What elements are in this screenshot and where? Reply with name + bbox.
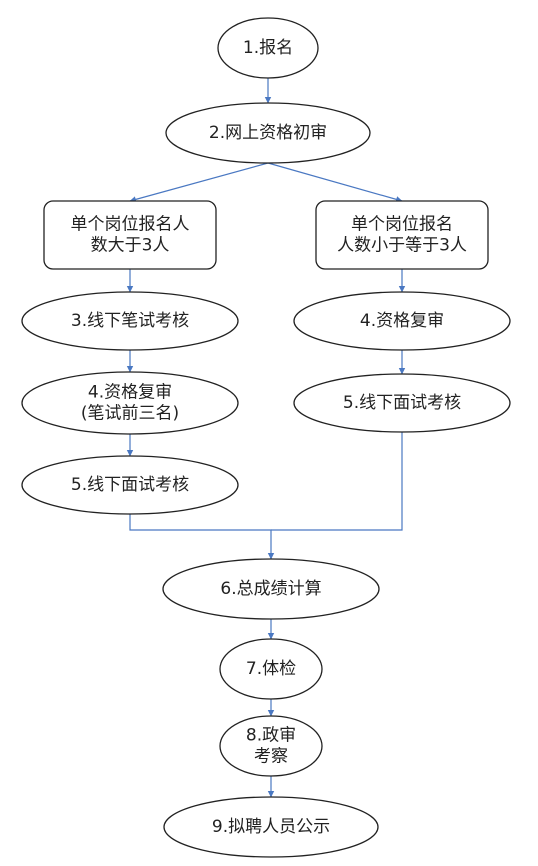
node-requalify-right-label-line-1: 4.资格复审 [360,311,444,331]
node-online-review-label-line-1: 2.网上资格初审 [209,123,327,143]
edge-review-to-left-branch [129,162,269,203]
node-medical-exam: 7.体检 [219,638,323,700]
edge-right-interview-merge [271,432,403,531]
node-register-label-line-1: 1.报名 [243,38,293,58]
node-interview-right: 5.线下面试考核 [293,373,511,433]
node-branch-3-or-less-label-line-1: 单个岗位报名 [351,215,453,235]
node-interview-right-shape [293,373,511,433]
edge-left-interview-merge [129,514,275,560]
node-branch-3-or-less-shape [315,200,489,270]
node-requalify-top3-label-line-1: 4.资格复审 [88,383,172,403]
node-branch-more-than-3-shape [43,200,217,270]
node-written-exam-shape [21,291,239,351]
node-total-score-shape [162,558,380,620]
node-written-exam-label-line-1: 3.线下笔试考核 [71,311,189,331]
node-requalify-right: 4.资格复审 [293,291,511,351]
node-political-review-label-line-2: 考察 [254,747,288,767]
node-written-exam: 3.线下笔试考核 [21,291,239,351]
node-total-score-label-line-1: 6.总成绩计算 [220,579,321,599]
node-total-score: 6.总成绩计算 [162,558,380,620]
node-requalify-top3: 4.资格复审(笔试前三名) [21,371,239,435]
node-medical-exam-label-line-1: 7.体检 [246,659,296,679]
node-branch-more-than-3-label-line-2: 数大于3人 [91,236,170,256]
node-register-shape [217,17,319,79]
node-online-review: 2.网上资格初审 [165,102,371,164]
node-register: 1.报名 [217,17,319,79]
edge-review-to-right-branch [267,162,403,203]
node-interview-left-label-line-1: 5.线下面试考核 [71,475,189,495]
node-interview-left-shape [21,455,239,515]
node-branch-3-or-less-label-line-2: 人数小于等于3人 [337,236,467,256]
node-branch-more-than-3-label-line-1: 单个岗位报名人 [71,215,190,235]
node-medical-exam-shape [219,638,323,700]
node-political-review-shape [219,715,323,777]
node-requalify-top3-label-line-2: (笔试前三名) [81,404,179,424]
connectors [126,78,406,798]
node-interview-left: 5.线下面试考核 [21,455,239,515]
node-publicity: 9.拟聘人员公示 [163,796,379,858]
node-online-review-shape [165,102,371,164]
node-requalify-top3-shape [21,371,239,435]
node-requalify-right-shape [293,291,511,351]
node-interview-right-label-line-1: 5.线下面试考核 [343,393,461,413]
node-publicity-label-line-1: 9.拟聘人员公示 [212,817,330,837]
node-political-review-label-line-1: 8.政审 [246,726,296,746]
node-publicity-shape [163,796,379,858]
